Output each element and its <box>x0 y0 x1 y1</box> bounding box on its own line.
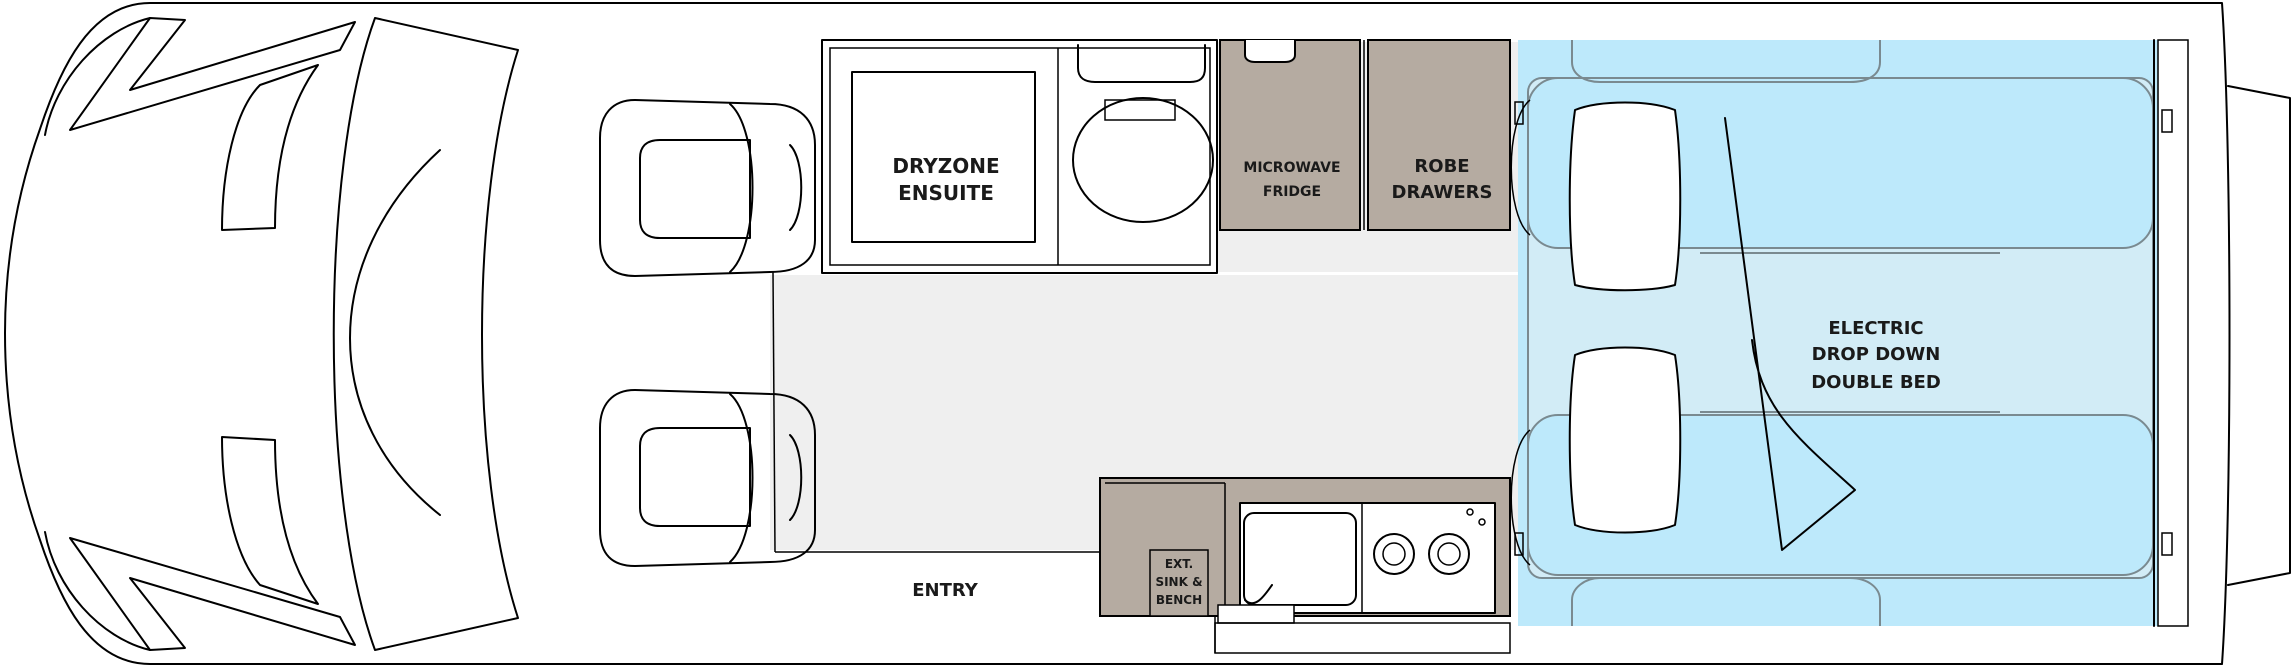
ext-sink-bench: EXT. SINK & BENCH <box>1149 549 1209 617</box>
bed-label-line2: DROP DOWN <box>1812 344 1941 365</box>
driver-seat <box>599 99 816 277</box>
robe-drawers-cabinet: ROBE DRAWERS <box>1363 39 1511 231</box>
fridge-label-line2: FRIDGE <box>1263 184 1321 200</box>
ensuite-label-line2: ENSUITE <box>898 181 994 205</box>
bed-area: ELECTRIC DROP DOWN DOUBLE BED <box>1510 39 2189 627</box>
bed-label-line1: ELECTRIC <box>1828 318 1923 339</box>
ext-label-line2: SINK & <box>1155 575 1202 589</box>
bed-label-line3: DOUBLE BED <box>1811 372 1941 393</box>
kitchen-bench <box>1099 477 1511 654</box>
robe-label-line1: ROBE <box>1414 156 1469 177</box>
ensuite-label-line1: DRYZONE <box>892 154 999 178</box>
entry-label: ENTRY <box>912 580 979 601</box>
ensuite: DRYZONE ENSUITE <box>821 39 1218 274</box>
ext-label-line1: EXT. <box>1165 557 1193 571</box>
robe-label-line2: DRAWERS <box>1392 182 1493 203</box>
passenger-seat <box>599 389 816 567</box>
ext-label-line3: BENCH <box>1156 593 1202 607</box>
microwave-fridge-cabinet: MICROWAVE FRIDGE <box>1219 39 1361 231</box>
fridge-label-line1: MICROWAVE <box>1243 160 1340 176</box>
